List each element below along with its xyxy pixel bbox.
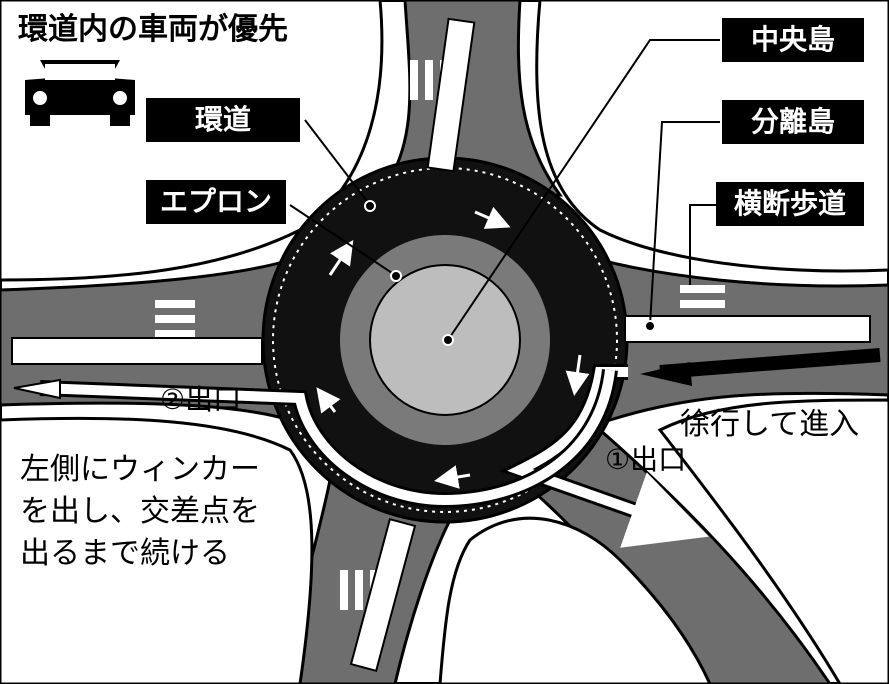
car-icon (25, 60, 135, 126)
circulation-arrows (316, 206, 590, 489)
label-splitter-island: 分離島 (722, 100, 864, 144)
exit2-label: ②出口 (160, 383, 242, 416)
exit1-arrow (507, 367, 709, 548)
signal-note-line-3: 出るまで続ける (20, 536, 230, 571)
label-apron: エプロン (146, 180, 286, 224)
exit1-label: ①出口 (605, 443, 687, 476)
label-crosswalk: 横断歩道 (716, 182, 864, 226)
page-title: 環道内の車両が優先 (18, 12, 288, 47)
splitter-islands (11, 17, 871, 673)
label-kando: 環道 (146, 98, 300, 142)
signal-note-line-1: 左側にウィンカー (20, 452, 260, 487)
label-central-island: 中央島 (722, 18, 864, 62)
entry-note: 徐行して進入 (680, 407, 860, 442)
leader-lines (289, 39, 720, 341)
signal-note-line-2: を出し、交差点を (20, 494, 260, 529)
entry-arrow (640, 362, 692, 386)
exit2-arrow (39, 369, 615, 506)
